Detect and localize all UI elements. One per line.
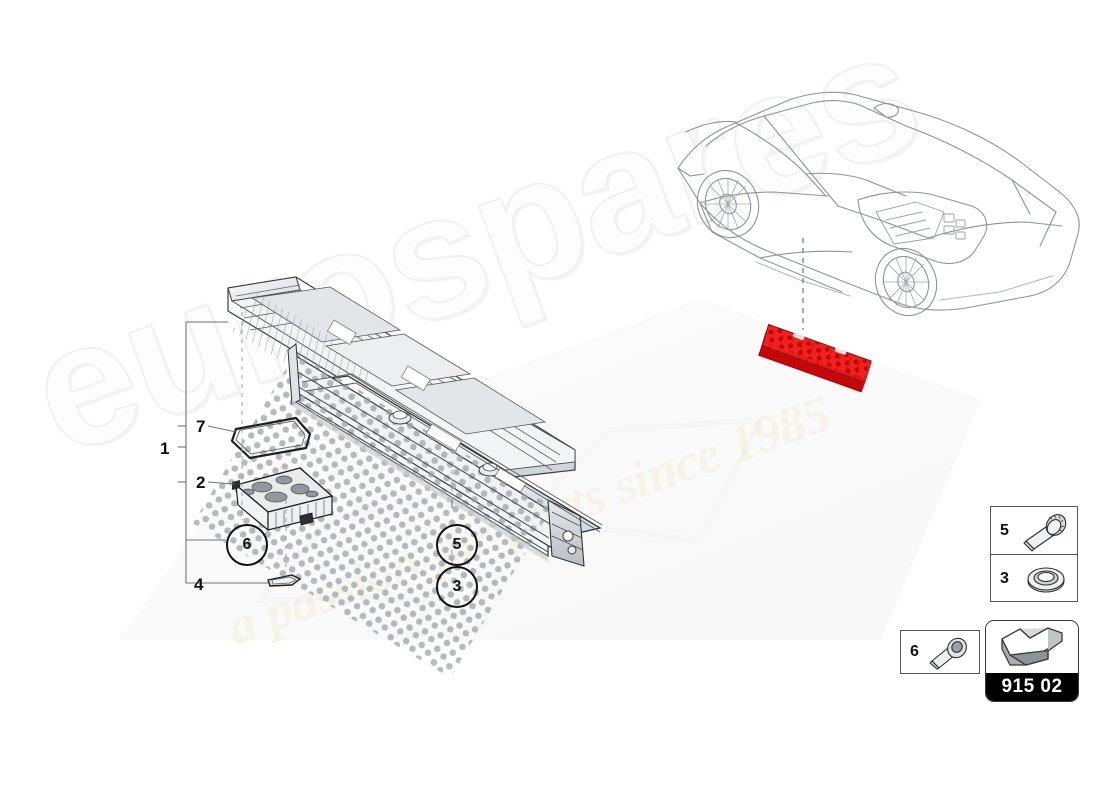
arrow-3d-icon xyxy=(1001,627,1063,666)
wheel-rear xyxy=(696,169,760,239)
callout-number-2: 2 xyxy=(196,473,206,492)
badge-code-text: 915 02 xyxy=(986,673,1078,701)
callout-circle-6-label: 6 xyxy=(242,536,252,553)
reference-item-3-number: 3 xyxy=(1000,569,1009,587)
reference-item-5: 5 xyxy=(991,507,1077,555)
callout-circle-6: 6 xyxy=(226,524,268,566)
callout-circle-5: 5 xyxy=(436,524,478,566)
callout-circle-5-label: 5 xyxy=(452,536,462,553)
reference-item-3: 3 xyxy=(991,555,1077,602)
reference-box-bolt6: 6 xyxy=(900,630,980,674)
seal-ring-icon xyxy=(1027,566,1065,593)
reference-item-6: 6 xyxy=(901,631,979,673)
diagram-code-badge: 915 02 xyxy=(985,620,1079,702)
upper-cover-rail xyxy=(227,276,576,479)
wheel-front xyxy=(874,247,938,317)
callout-number-4: 4 xyxy=(194,575,204,594)
badge-artwork xyxy=(986,621,1078,673)
reference-item-6-number: 6 xyxy=(910,643,919,660)
callout-leader-lines xyxy=(178,321,268,584)
part-2-housing-tray xyxy=(232,467,334,532)
callout-circle-3: 3 xyxy=(436,566,478,608)
callout-number-1: 1 xyxy=(160,439,170,458)
flange-bolt-icon xyxy=(1023,513,1067,552)
reference-box-fasteners: 5 3 xyxy=(990,506,1078,602)
battery-cooling-plate-body xyxy=(192,343,603,678)
part-4-clip xyxy=(267,574,302,587)
hex-socket-bolt-icon xyxy=(929,637,967,670)
mounting-boss xyxy=(388,410,502,477)
reference-item-5-number: 5 xyxy=(1000,521,1009,539)
part-7-gasket xyxy=(230,416,312,460)
highlighted-part-red xyxy=(758,323,872,393)
vehicle-outline-drawing xyxy=(677,91,1080,317)
callout-circle-3-label: 3 xyxy=(452,578,462,595)
callout-number-7: 7 xyxy=(196,417,206,436)
main-battery-module-assembly xyxy=(192,276,603,678)
